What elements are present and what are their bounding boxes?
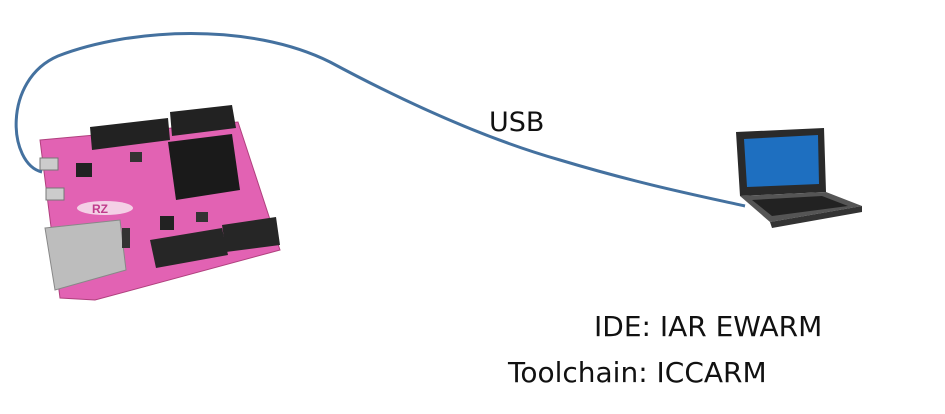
ide-label: IDE: IAR EWARM <box>594 310 823 343</box>
laptop-image <box>736 128 862 228</box>
usb-cable <box>14 32 746 208</box>
board-logo-text: RZ <box>92 202 108 216</box>
toolchain-label: Toolchain: ICCARM <box>508 356 767 389</box>
rz-board-image: RZ <box>39 105 281 301</box>
usb-label: USB <box>489 107 545 138</box>
